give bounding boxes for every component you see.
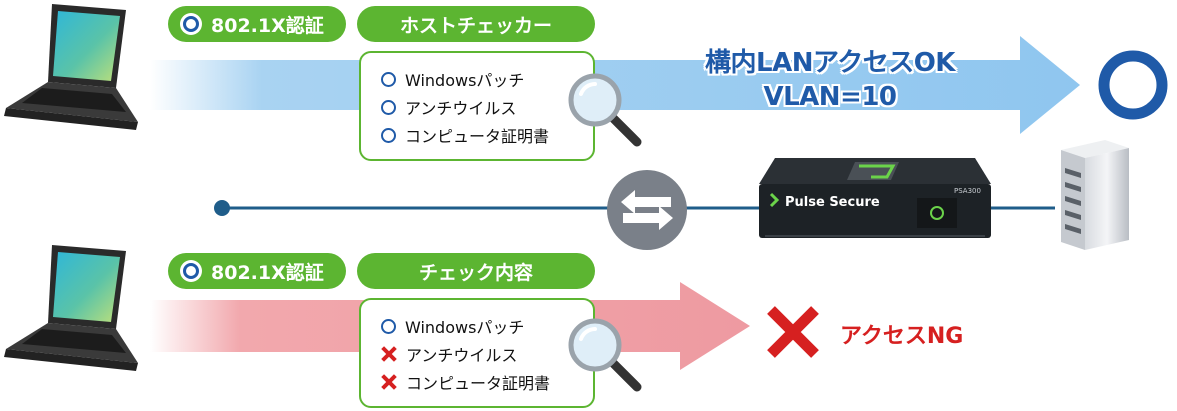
laptop-icon — [4, 245, 138, 371]
cross-ng-icon — [767, 306, 819, 358]
circle-ok-icon — [381, 99, 396, 115]
check-header-bottom: チェック内容 — [357, 253, 595, 289]
check-item: Windowsパッチ — [381, 314, 524, 338]
check-list-bottom: Windowsパッチ アンチウイルス コンピュータ証明書 — [359, 298, 595, 408]
circle-ok-icon — [381, 71, 396, 87]
cross-ng-icon — [381, 374, 397, 390]
circle-ok-icon — [180, 260, 202, 282]
check-label: ホストチェッカー — [399, 14, 552, 37]
auth-badge-bottom: 802.1X認証 — [168, 253, 346, 289]
circle-ok-icon — [1098, 50, 1168, 120]
check-item-label: Windowsパッチ — [405, 318, 525, 337]
vlan-label: VLAN=10 — [763, 82, 897, 112]
check-item-label: コンピュータ証明書 — [405, 127, 550, 146]
access-ok-text: 構内LANアクセスOK VLAN=10 — [650, 46, 1010, 114]
check-item-label: アンチウイルス — [406, 346, 518, 365]
check-item-label: コンピュータ証明書 — [406, 374, 551, 393]
access-ok-label: 構内LANアクセスOK — [705, 48, 955, 78]
pulse-secure-appliance — [759, 158, 991, 238]
check-item-label: Windowsパッチ — [405, 71, 525, 90]
auth-label: 802.1X認証 — [211, 14, 324, 37]
auth-label: 802.1X認証 — [211, 261, 324, 284]
laptop-icon — [4, 4, 138, 130]
server-icon — [1061, 140, 1129, 250]
check-label: チェック内容 — [418, 261, 533, 284]
check-list-top: Windowsパッチ アンチウイルス コンピュータ証明書 — [359, 51, 595, 161]
check-item: コンピュータ証明書 — [381, 370, 550, 394]
check-item: コンピュータ証明書 — [381, 123, 549, 147]
magnifier-icon — [568, 73, 642, 147]
circle-ok-icon — [180, 13, 202, 35]
check-item: アンチウイルス — [381, 342, 517, 366]
check-header-top: ホストチェッカー — [357, 6, 595, 42]
access-ng-label: アクセスNG — [840, 324, 964, 349]
auth-badge-top: 802.1X認証 — [168, 6, 346, 42]
exchange-icon — [607, 170, 687, 250]
check-item: アンチウイルス — [381, 95, 516, 119]
magnifier-icon — [568, 318, 642, 392]
appliance-model: PSA300 — [954, 187, 981, 195]
check-item: Windowsパッチ — [381, 67, 524, 91]
network-endpoint — [214, 200, 230, 216]
circle-ok-icon — [381, 318, 396, 334]
cross-ng-icon — [381, 346, 397, 362]
check-item-label: アンチウイルス — [405, 99, 517, 118]
circle-ok-icon — [381, 127, 396, 143]
appliance-brand: Pulse Secure — [785, 195, 880, 210]
